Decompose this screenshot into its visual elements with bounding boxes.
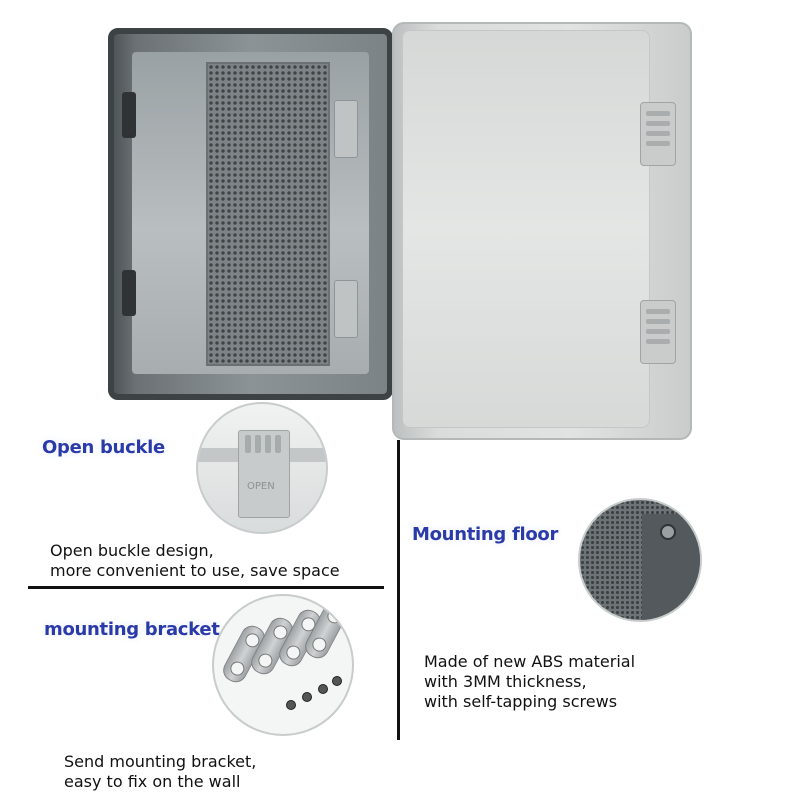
grey-lid-enclosure bbox=[392, 22, 692, 440]
mounting-floor-detail-image bbox=[578, 498, 702, 622]
buckle-open-label: OPEN bbox=[247, 481, 275, 492]
mounting-floor-desc-line1: Made of new ABS material bbox=[424, 652, 636, 671]
mounting-bracket-heading: mounting bracket bbox=[44, 619, 220, 640]
mounting-bracket-detail-image bbox=[212, 594, 354, 736]
horizontal-divider bbox=[28, 586, 384, 589]
buckle-bottom-icon bbox=[640, 300, 676, 364]
open-buckle-detail-image: OPEN bbox=[196, 402, 328, 534]
mounting-floor-description: Made of new ABS material with 3MM thickn… bbox=[424, 652, 635, 712]
perforated-mounting-plate bbox=[206, 62, 330, 366]
vertical-divider bbox=[397, 440, 400, 740]
screw-icon bbox=[286, 700, 296, 710]
mounting-floor-heading: Mounting floor bbox=[412, 524, 559, 545]
screw-post-icon bbox=[660, 524, 676, 540]
open-buckle-heading: Open buckle bbox=[42, 437, 165, 458]
latch-top-icon bbox=[334, 100, 358, 158]
screw-icon bbox=[332, 676, 342, 686]
screw-icon bbox=[302, 692, 312, 702]
open-buckle-description: Open buckle design, more convenient to u… bbox=[50, 541, 340, 581]
screw-icon bbox=[318, 684, 328, 694]
latch-bottom-icon bbox=[334, 280, 358, 338]
mounting-bracket-desc-line1: Send mounting bracket, bbox=[64, 752, 257, 771]
open-buckle-desc-line1: Open buckle design, bbox=[50, 541, 214, 560]
transparent-door-enclosure bbox=[108, 28, 393, 400]
enclosure-lid bbox=[402, 30, 650, 428]
mounting-floor-desc-line3: with self-tapping screws bbox=[424, 692, 618, 711]
open-buckle-desc-line2: more convenient to use, save space bbox=[50, 561, 340, 580]
buckle-top-icon bbox=[640, 102, 676, 166]
hinge-bottom-icon bbox=[122, 270, 136, 316]
mounting-bracket-desc-line2: easy to fix on the wall bbox=[64, 772, 241, 791]
mounting-bracket-description: Send mounting bracket, easy to fix on th… bbox=[64, 752, 256, 792]
hinge-top-icon bbox=[122, 92, 136, 138]
mounting-floor-desc-line2: with 3MM thickness, bbox=[424, 672, 587, 691]
buckle-icon: OPEN bbox=[238, 430, 290, 518]
